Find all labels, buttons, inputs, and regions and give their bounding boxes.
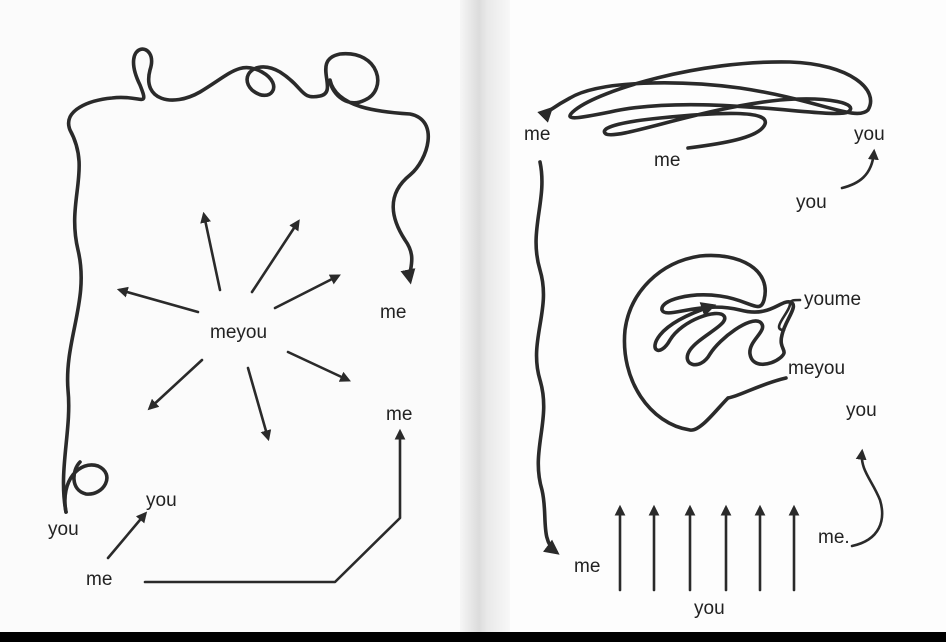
left-page [0,0,472,632]
path-me-to-me-corner [143,428,406,584]
arrow-me-to-you-right [850,448,884,548]
label-me-bottom-right: me. [818,527,850,548]
ray-right-down [286,350,351,382]
arrow-you-to-you [840,148,879,190]
loop-bottom-left [63,460,109,514]
ray-top [200,211,222,292]
long-wavy-line-right [534,160,560,555]
ray-bottom [246,366,272,442]
label-you-right: you [846,400,877,421]
bottom-black-bar [0,632,946,642]
arch-coil [537,60,873,150]
ray-top-right [250,219,300,294]
squiggle-to-youme [777,298,802,332]
label-you-small: you [146,490,177,511]
book-gutter [460,0,510,632]
label-me-arch: me [654,150,680,171]
arrow-me-to-you-small [106,511,148,560]
label-me-bottom: me [86,569,112,590]
label-you-bottom-left: you [48,519,79,540]
label-youme: youme [804,289,861,310]
label-me-corner: me [386,404,412,425]
ray-left [116,286,200,314]
label-you-bottom: you [694,598,725,619]
brain-coil [622,253,796,432]
label-me-top-right: me [380,302,406,323]
ray-right-up [273,274,341,310]
ray-bottom-left [147,358,204,411]
label-me-top: me [524,124,550,145]
label-you-below-arch: you [796,192,827,213]
label-meyou-right: meyou [788,358,845,379]
label-meyou-center: meyou [210,322,267,343]
wandering-line-left [61,47,430,514]
label-me-bottom: me [574,556,600,577]
label-you-top-right: you [854,124,885,145]
